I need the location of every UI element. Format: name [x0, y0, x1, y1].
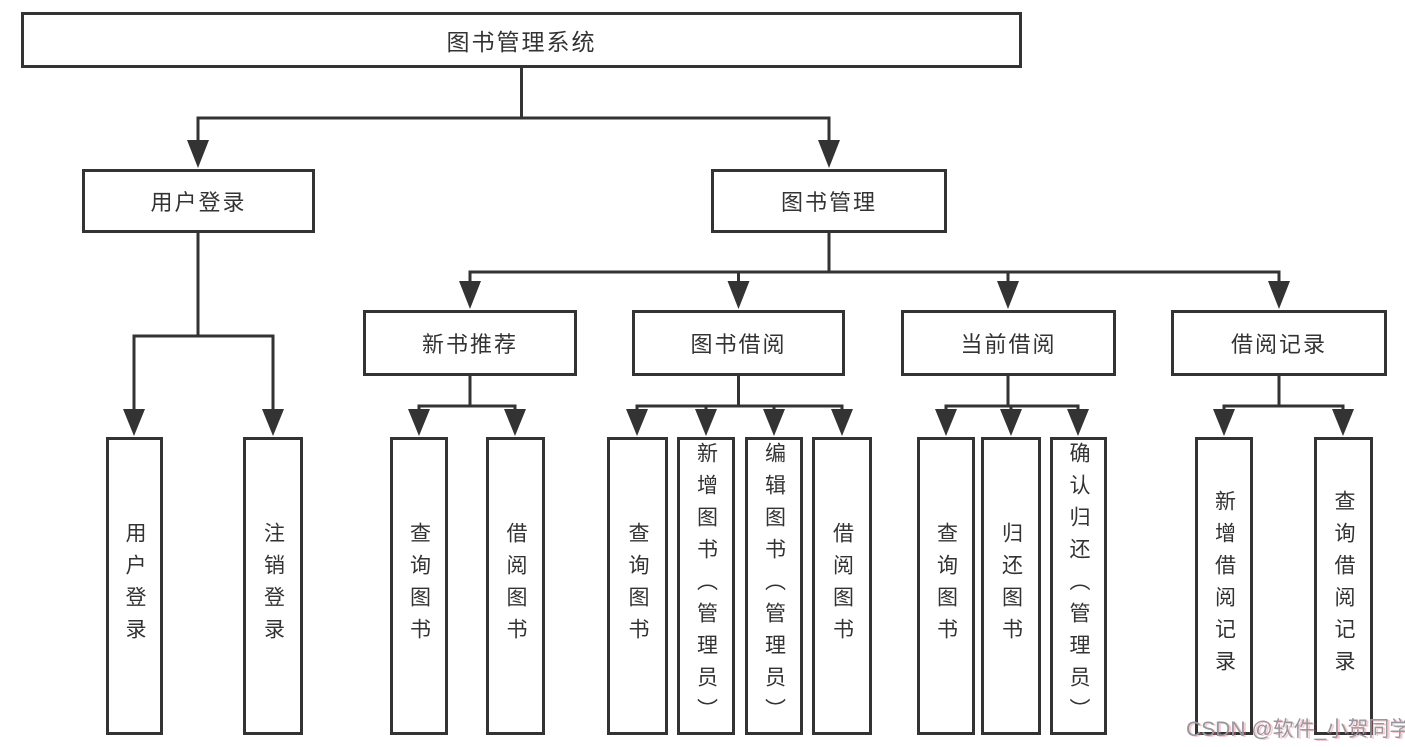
leaf-add-book-admin: 新增图书（管理员） — [677, 437, 735, 735]
node-label: 查询图书 — [626, 522, 649, 650]
leaf-logout: 注销登录 — [243, 437, 303, 735]
node-label: 查询图书 — [407, 522, 431, 650]
leaf-add-borrow-record: 新增借阅记录 — [1195, 437, 1253, 735]
node-label: 归还图书 — [999, 522, 1023, 650]
leaf-edit-book-admin: 编辑图书（管理员） — [745, 437, 803, 735]
leaf-borrow-books: 借阅图书 — [812, 437, 872, 735]
node-root: 图书管理系统 — [21, 12, 1022, 68]
leaf-query-books-recommend: 查询图书 — [390, 437, 448, 735]
node-label: 新书推荐 — [421, 332, 518, 357]
node-label: 用户登录 — [150, 190, 247, 215]
node-label: 注销登录 — [261, 522, 285, 650]
node-borrowing-records: 借阅记录 — [1171, 310, 1387, 376]
leaf-return-book: 归还图书 — [981, 437, 1041, 735]
leaf-query-books-current: 查询图书 — [917, 437, 975, 735]
node-label: 查询图书 — [934, 522, 958, 650]
node-label: 新增借阅记录 — [1212, 490, 1236, 682]
node-label: 确认归还（管理员） — [1067, 442, 1090, 730]
node-label: 用户登录 — [123, 522, 146, 650]
leaf-borrow-books-recommend: 借阅图书 — [486, 437, 545, 735]
node-label: 当前借阅 — [960, 332, 1057, 357]
leaf-query-borrow-record: 查询借阅记录 — [1314, 437, 1373, 735]
leaf-confirm-return-admin: 确认归还（管理员） — [1050, 437, 1107, 735]
node-label: 图书管理 — [780, 190, 877, 215]
node-label: 图书管理系统 — [446, 29, 597, 55]
node-label: 新增图书（管理员） — [694, 442, 718, 730]
node-new-book-recommend: 新书推荐 — [363, 310, 577, 376]
node-label: 借阅图书 — [504, 522, 527, 650]
node-label: 借阅记录 — [1230, 332, 1327, 357]
node-label: 图书借阅 — [690, 332, 787, 357]
leaf-query-books-borrowing: 查询图书 — [607, 437, 668, 735]
node-label: 查询借阅记录 — [1332, 490, 1355, 682]
node-label: 编辑图书（管理员） — [762, 442, 786, 730]
node-user-login: 用户登录 — [82, 169, 315, 233]
leaf-user-login: 用户登录 — [106, 437, 163, 735]
node-book-borrowing: 图书借阅 — [632, 310, 845, 376]
node-label: 借阅图书 — [830, 522, 854, 650]
node-book-management: 图书管理 — [711, 169, 947, 233]
watermark-text: CSDN @软件_小贺同学 — [1186, 718, 1405, 741]
node-current-borrowing: 当前借阅 — [901, 310, 1116, 376]
